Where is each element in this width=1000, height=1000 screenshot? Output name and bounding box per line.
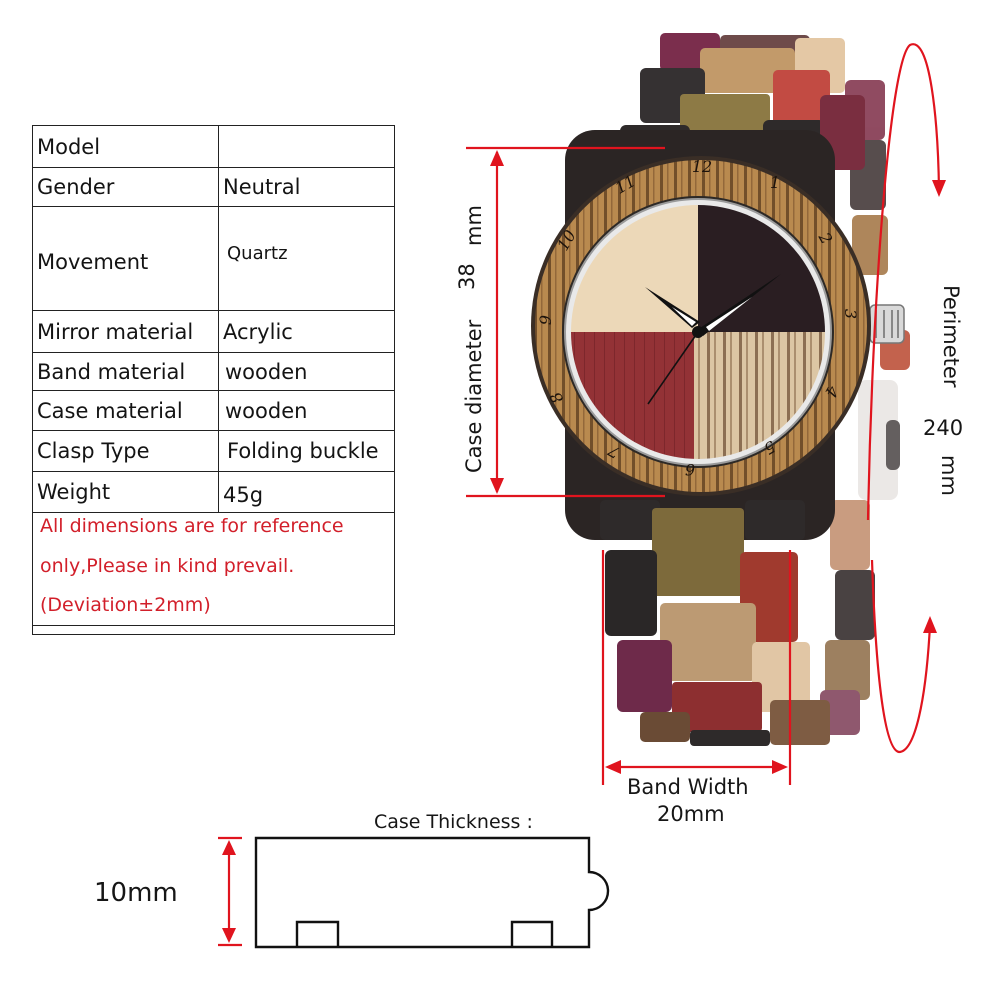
table-row-clasp-type: Clasp Type Folding buckle	[33, 431, 394, 472]
row-value: Acrylic	[218, 311, 394, 352]
table-row-movement: Movement Quartz	[33, 207, 394, 311]
case-foot-right	[510, 920, 554, 947]
row-value: Folding buckle	[218, 431, 394, 471]
note-line-3: (Deviation±2mm)	[40, 594, 211, 616]
spec-table: Model Gender Neutral Movement Quartz Mir…	[32, 125, 395, 635]
row-label: Case material	[37, 398, 183, 423]
row-label: Movement	[37, 249, 149, 274]
band-width-label: Band Width	[627, 775, 749, 799]
row-value: Neutral	[218, 168, 394, 206]
row-value	[218, 126, 394, 167]
perimeter-value: 240	[923, 416, 964, 440]
case-foot-left	[295, 920, 340, 947]
perimeter-bottom-arrow	[870, 559, 932, 754]
numeral-6: 6	[685, 460, 695, 479]
perimeter-top-arrow	[866, 43, 941, 521]
watch-hands	[645, 274, 781, 405]
numeral-1: 1	[770, 173, 780, 192]
table-row-mirror-material: Mirror material Acrylic	[33, 311, 394, 353]
watch-band-bottom	[600, 500, 830, 746]
row-label: Model	[37, 134, 101, 159]
numeral-3: 3	[841, 309, 860, 319]
table-row-gender: Gender Neutral	[33, 168, 394, 207]
numeral-12: 12	[692, 157, 712, 176]
numeral-9: 9	[536, 315, 555, 325]
row-label: Mirror material	[37, 319, 194, 344]
band-width-value: 20mm	[657, 802, 725, 826]
row-value: wooden	[218, 353, 394, 390]
note-line-2: only,Please in kind prevail.	[40, 555, 295, 577]
watch-crown	[869, 304, 905, 344]
row-label: Band material	[37, 359, 186, 384]
note-line-1: All dimensions are for reference	[40, 515, 344, 537]
table-row-band-material: Band material wooden	[33, 353, 394, 391]
table-row-model: Model	[33, 126, 394, 168]
row-label: Clasp Type	[37, 439, 150, 463]
row-label: Weight	[37, 480, 111, 504]
case-thickness-label: Case Thickness :	[374, 811, 533, 833]
row-value: 45g	[218, 472, 394, 512]
row-value: wooden	[218, 391, 394, 430]
row-label: Gender	[37, 175, 115, 199]
reference-note: All dimensions are for reference only,Pl…	[33, 513, 394, 626]
case-thickness-value: 10mm	[94, 878, 178, 908]
table-row-case-material: Case material wooden	[33, 391, 394, 431]
table-row-weight: Weight 45g	[33, 472, 394, 513]
row-value: Quartz	[218, 207, 394, 310]
